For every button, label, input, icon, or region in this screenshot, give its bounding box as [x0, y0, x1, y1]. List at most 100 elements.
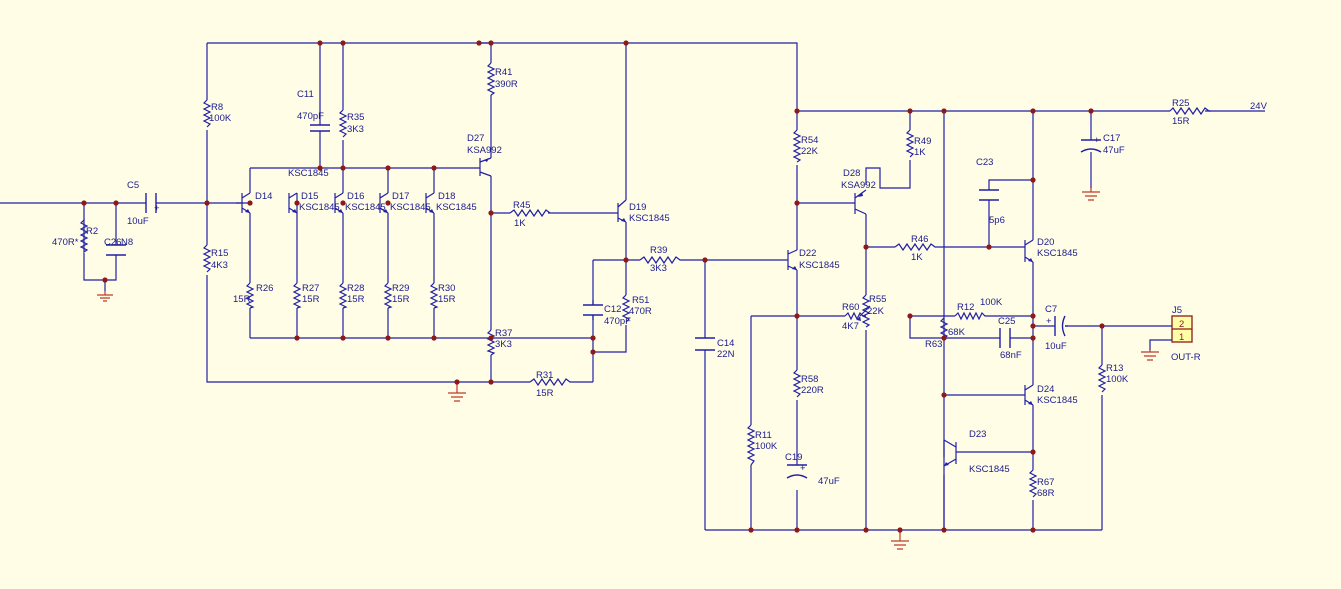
- d28-value: KSA992: [841, 180, 876, 191]
- r25-ref: R25: [1172, 98, 1189, 109]
- c12-value: 470pF: [604, 316, 631, 327]
- c12-ref: C12: [604, 304, 621, 315]
- r63-ref: R63: [925, 339, 942, 350]
- c7-value: 10uF: [1045, 341, 1067, 352]
- r35-value: 3K3: [347, 124, 364, 135]
- r8-ref: R8: [211, 102, 223, 113]
- r12-value: 100K: [980, 297, 1003, 308]
- c23-value: 5p6: [989, 215, 1005, 226]
- d20-ref: D20: [1037, 237, 1054, 248]
- transistor-icon-d22: [782, 249, 798, 271]
- d24-ref: D24: [1037, 384, 1054, 395]
- c5-plus: +: [154, 203, 160, 214]
- r67-ref: R67: [1037, 477, 1054, 488]
- r29-ref: R29: [392, 283, 409, 294]
- r27-ref: R27: [302, 283, 319, 294]
- d27-value: KSA992: [467, 145, 502, 156]
- d15-ref: D15: [301, 191, 318, 202]
- r30-value: 15R: [438, 294, 456, 305]
- r28-value: 15R: [347, 294, 365, 305]
- output-connector-j5: [1171, 315, 1193, 343]
- c19-ref: C19: [785, 452, 802, 463]
- d23-ref: D23: [969, 429, 986, 440]
- d18-ref: D18: [438, 191, 455, 202]
- r46-ref: R46: [911, 234, 928, 245]
- transistor-icon-d27: [478, 157, 492, 177]
- r31-value: 15R: [536, 388, 554, 399]
- c25-value: 68nF: [1000, 350, 1022, 361]
- d24-value: KSC1845: [1037, 395, 1078, 406]
- c11-value: 470pF: [297, 111, 324, 122]
- c19-plus: +: [800, 463, 806, 474]
- transistor-icon-d23: [943, 439, 957, 467]
- c7-plus: +: [1046, 316, 1052, 327]
- ground-icon: [891, 530, 909, 550]
- c7-ref: C7: [1045, 304, 1057, 315]
- c14-ref: C14: [717, 338, 734, 349]
- wires: [0, 42, 1265, 531]
- c17-plus: +: [1094, 135, 1100, 146]
- r31-ref: R31: [536, 370, 553, 381]
- r25-value: 15R: [1172, 116, 1190, 127]
- d27-ref: D27: [467, 133, 484, 144]
- r29-value: 15R: [392, 294, 410, 305]
- ground-icon: [448, 382, 466, 402]
- r45-ref: R45: [513, 200, 530, 211]
- d18-value: KSC1845: [436, 202, 477, 213]
- r49-ref: R49: [914, 136, 931, 147]
- ground-icon: [1082, 188, 1100, 201]
- ground-symbols: [97, 188, 1159, 550]
- d15-value: KSC1845: [299, 202, 340, 213]
- r2-value: 470R*: [52, 237, 79, 248]
- r37-value: 3K3: [495, 339, 512, 350]
- c26-ref: C26: [104, 237, 121, 248]
- r60-value: 4K7: [842, 321, 859, 332]
- d22-ref: D22: [799, 248, 816, 259]
- j5-ref: J5: [1172, 305, 1182, 316]
- c17-value: 47uF: [1103, 145, 1125, 156]
- d28-ref: D28: [843, 168, 860, 179]
- r13-ref: R13: [1106, 363, 1123, 374]
- r30-ref: R30: [438, 283, 455, 294]
- r41-value: 390R: [495, 79, 518, 90]
- r12-ref: R12: [957, 302, 974, 313]
- j5-name: OUT-R: [1171, 352, 1201, 363]
- transistor-icon-d19: [614, 199, 627, 223]
- transistor-icon-d14: [236, 192, 251, 214]
- component-labels: R2 470R* R8 100K R15 4K3 R35 3K3 R41 390…: [52, 67, 1268, 499]
- emitter-arrows: [245, 158, 1033, 466]
- r63-value: 68K: [948, 327, 966, 338]
- transistor-icon-d24: [1024, 384, 1034, 406]
- c14-value: 22N: [717, 349, 735, 360]
- d22-value: KSC1845: [799, 260, 840, 271]
- c26-value: N8: [121, 237, 133, 248]
- r41-ref: R41: [495, 67, 512, 78]
- transistor-symbols: [236, 157, 1034, 467]
- ground-icon: [1141, 350, 1159, 361]
- r54-value: 22K: [801, 146, 819, 157]
- r55-ref: R55: [869, 294, 886, 305]
- d14-ref: D14: [255, 191, 272, 202]
- d19-ref: D19: [629, 202, 646, 213]
- r54-ref: R54: [801, 135, 818, 146]
- r27-value: 15R: [302, 294, 320, 305]
- d23-value: KSC1845: [969, 464, 1010, 475]
- c17-ref: C17: [1103, 133, 1120, 144]
- r26-value: 15R: [233, 294, 251, 305]
- junction-dots: [81, 40, 1105, 533]
- r51-value: 470R: [629, 306, 652, 317]
- c25-ref: C25: [998, 316, 1015, 327]
- r58-ref: R58: [801, 374, 818, 385]
- r35-ref: R35: [347, 112, 364, 123]
- d27-kscb-label: KSC1845: [288, 168, 329, 179]
- c19-value: 47uF: [818, 476, 840, 487]
- r45-value: 1K: [514, 218, 526, 229]
- r67-value: 68R: [1037, 488, 1055, 499]
- supply-24v-label: 24V: [1250, 101, 1268, 112]
- transistor-icon-d20: [1024, 239, 1034, 263]
- d17-ref: D17: [392, 191, 409, 202]
- r46-value: 1K: [911, 252, 923, 263]
- d16-value: KSC1845: [345, 202, 386, 213]
- r55-value: 22K: [867, 306, 885, 317]
- r58-value: 220R: [801, 385, 824, 396]
